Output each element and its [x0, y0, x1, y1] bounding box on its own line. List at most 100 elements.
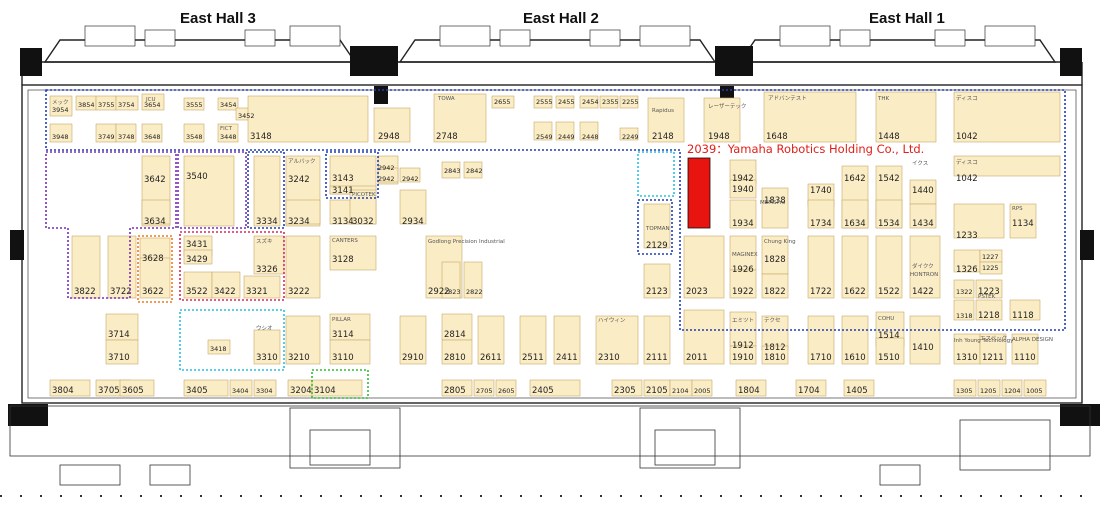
- booth-2454[interactable]: [579, 95, 599, 109]
- booth-1225[interactable]: [979, 261, 1003, 275]
- booth-2942[interactable]: [399, 167, 421, 183]
- booth-3429[interactable]: [183, 249, 213, 265]
- booth-2123[interactable]: [643, 263, 671, 299]
- booth-1233[interactable]: [953, 203, 1005, 239]
- booth-2148[interactable]: [647, 97, 685, 143]
- booth-3454[interactable]: [217, 97, 239, 111]
- highlight-booth-2039[interactable]: [687, 157, 711, 229]
- booth-1922[interactable]: [729, 269, 757, 299]
- booth-3310[interactable]: [253, 329, 281, 365]
- booth-2910[interactable]: [399, 315, 427, 365]
- booth-2748[interactable]: [433, 93, 487, 143]
- booth-1610[interactable]: [841, 315, 869, 365]
- booth-2822[interactable]: [463, 261, 483, 299]
- booth-1448[interactable]: [875, 91, 937, 143]
- booth-2942[interactable]: [377, 167, 399, 183]
- booth-3032[interactable]: [349, 189, 377, 225]
- booth-1305[interactable]: [953, 379, 977, 397]
- booth-1912[interactable]: [729, 311, 757, 347]
- booth-1218[interactable]: [975, 299, 1003, 321]
- booth-1704[interactable]: [795, 379, 827, 397]
- booth-2023[interactable]: [683, 235, 725, 299]
- booth-1812[interactable]: [761, 315, 789, 351]
- booth-2555[interactable]: [533, 95, 553, 109]
- booth-1534[interactable]: [875, 199, 903, 229]
- booth-3710[interactable]: [105, 339, 139, 365]
- booth-3754[interactable]: [115, 95, 139, 111]
- booth-3210[interactable]: [285, 315, 321, 365]
- booth-2655[interactable]: [491, 95, 515, 109]
- booth-1804[interactable]: [735, 379, 767, 397]
- booth-1422[interactable]: [909, 235, 941, 299]
- booth-1948[interactable]: [703, 97, 741, 143]
- booth-1318[interactable]: [953, 299, 975, 321]
- booth-3522[interactable]: [183, 271, 213, 299]
- booth-1838[interactable]: [761, 187, 789, 229]
- booth-2310[interactable]: [595, 315, 639, 365]
- booth-3422[interactable]: [211, 271, 241, 299]
- booth-2455[interactable]: [555, 95, 575, 109]
- booth-1118[interactable]: [1009, 299, 1041, 321]
- booth-3804[interactable]: [49, 379, 91, 397]
- booth-1734[interactable]: [807, 199, 835, 229]
- booth-3405[interactable]: [183, 379, 229, 397]
- booth-1440[interactable]: [909, 179, 937, 205]
- booth-2948[interactable]: [373, 107, 411, 143]
- booth-2705[interactable]: [473, 379, 495, 397]
- booth-3234[interactable]: [285, 199, 321, 225]
- booth-3418[interactable]: [207, 339, 231, 355]
- booth-2111[interactable]: [643, 315, 671, 365]
- booth-1134[interactable]: [1009, 203, 1037, 239]
- booth-1940[interactable]: [729, 179, 757, 199]
- booth-2810[interactable]: [441, 339, 473, 365]
- booth-3334[interactable]: [253, 155, 281, 227]
- booth-3822[interactable]: [71, 235, 101, 299]
- booth-3948[interactable]: [49, 123, 73, 143]
- booth-2129[interactable]: [643, 203, 671, 249]
- booth-2449[interactable]: [555, 121, 575, 141]
- booth-1934[interactable]: [729, 199, 757, 229]
- booth-1410[interactable]: [909, 315, 941, 365]
- booth-3128[interactable]: [329, 235, 377, 271]
- booth-3222[interactable]: [285, 235, 321, 299]
- booth-3654[interactable]: [141, 93, 165, 111]
- booth-3110[interactable]: [329, 339, 371, 365]
- booth-2005[interactable]: [691, 379, 713, 397]
- booth-3448[interactable]: [217, 123, 239, 143]
- booth-2611[interactable]: [477, 315, 505, 365]
- booth-1211[interactable]: [979, 333, 1007, 365]
- booth-2934[interactable]: [399, 189, 427, 225]
- booth-1710[interactable]: [807, 315, 835, 365]
- booth-1722[interactable]: [807, 235, 835, 299]
- booth-3148[interactable]: [247, 95, 369, 143]
- booth-1310[interactable]: [953, 333, 981, 365]
- booth-1204[interactable]: [1001, 379, 1023, 397]
- booth-3714[interactable]: [105, 313, 139, 341]
- booth-2249[interactable]: [619, 127, 639, 141]
- booth-3304[interactable]: [253, 379, 277, 397]
- booth-1822[interactable]: [761, 273, 789, 299]
- booth-1405[interactable]: [843, 379, 875, 397]
- booth-2549[interactable]: [533, 121, 553, 141]
- booth-2843[interactable]: [441, 161, 461, 179]
- booth-1622[interactable]: [841, 235, 869, 299]
- booth-1110[interactable]: [1011, 333, 1039, 365]
- booth-1223[interactable]: [975, 279, 1003, 299]
- booth-1005[interactable]: [1023, 379, 1047, 397]
- booth-1926[interactable]: [729, 235, 757, 271]
- booth-3648[interactable]: [141, 123, 163, 143]
- booth-2405[interactable]: [529, 379, 581, 397]
- booth-2823[interactable]: [441, 261, 461, 299]
- booth-1510[interactable]: [875, 337, 905, 365]
- booth-2842[interactable]: [463, 161, 483, 179]
- booth-2255[interactable]: [619, 95, 639, 109]
- booth-2305[interactable]: [611, 379, 643, 397]
- booth-1634[interactable]: [841, 199, 869, 229]
- booth-3326[interactable]: [253, 235, 285, 275]
- booth-2448[interactable]: [579, 121, 599, 141]
- booth-1910[interactable]: [729, 345, 757, 365]
- booth-1434[interactable]: [909, 203, 937, 229]
- booth-2605[interactable]: [495, 379, 517, 397]
- booth-3548[interactable]: [183, 123, 205, 143]
- booth-3540[interactable]: [183, 155, 235, 227]
